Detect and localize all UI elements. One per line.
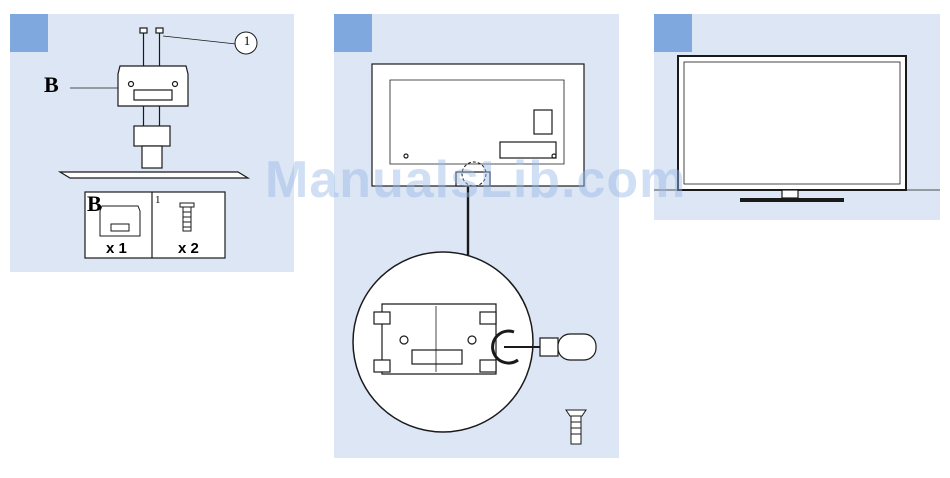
stand-neck [134,126,170,168]
callout-number-1: 1 [242,34,252,47]
stand-assembly-illustration [10,14,294,272]
table-part-letter: B [87,191,102,217]
table-bracket-drawing [100,206,140,236]
tv-stand-base [740,198,844,202]
screw-icon [566,410,586,444]
tv-screen [678,56,906,190]
step-panel-1: 1 B B 1 x 1 x 2 [10,14,294,272]
tv-back-panel [372,64,584,186]
step-panel-2 [334,14,619,458]
callout-line-1 [163,36,236,44]
tv-stand-neck [782,190,798,198]
part-letter-b: B [44,72,59,98]
tv-back-illustration [334,14,619,458]
tv-front-illustration [654,14,940,220]
table-item-number: 1 [155,194,161,206]
detail-magnifier [353,252,533,432]
table-qty-screw: x 2 [178,240,199,257]
step-panel-3 [654,14,940,220]
table-qty-part: x 1 [106,240,127,257]
stand-base [60,172,248,178]
bracket-part-b [118,66,188,106]
